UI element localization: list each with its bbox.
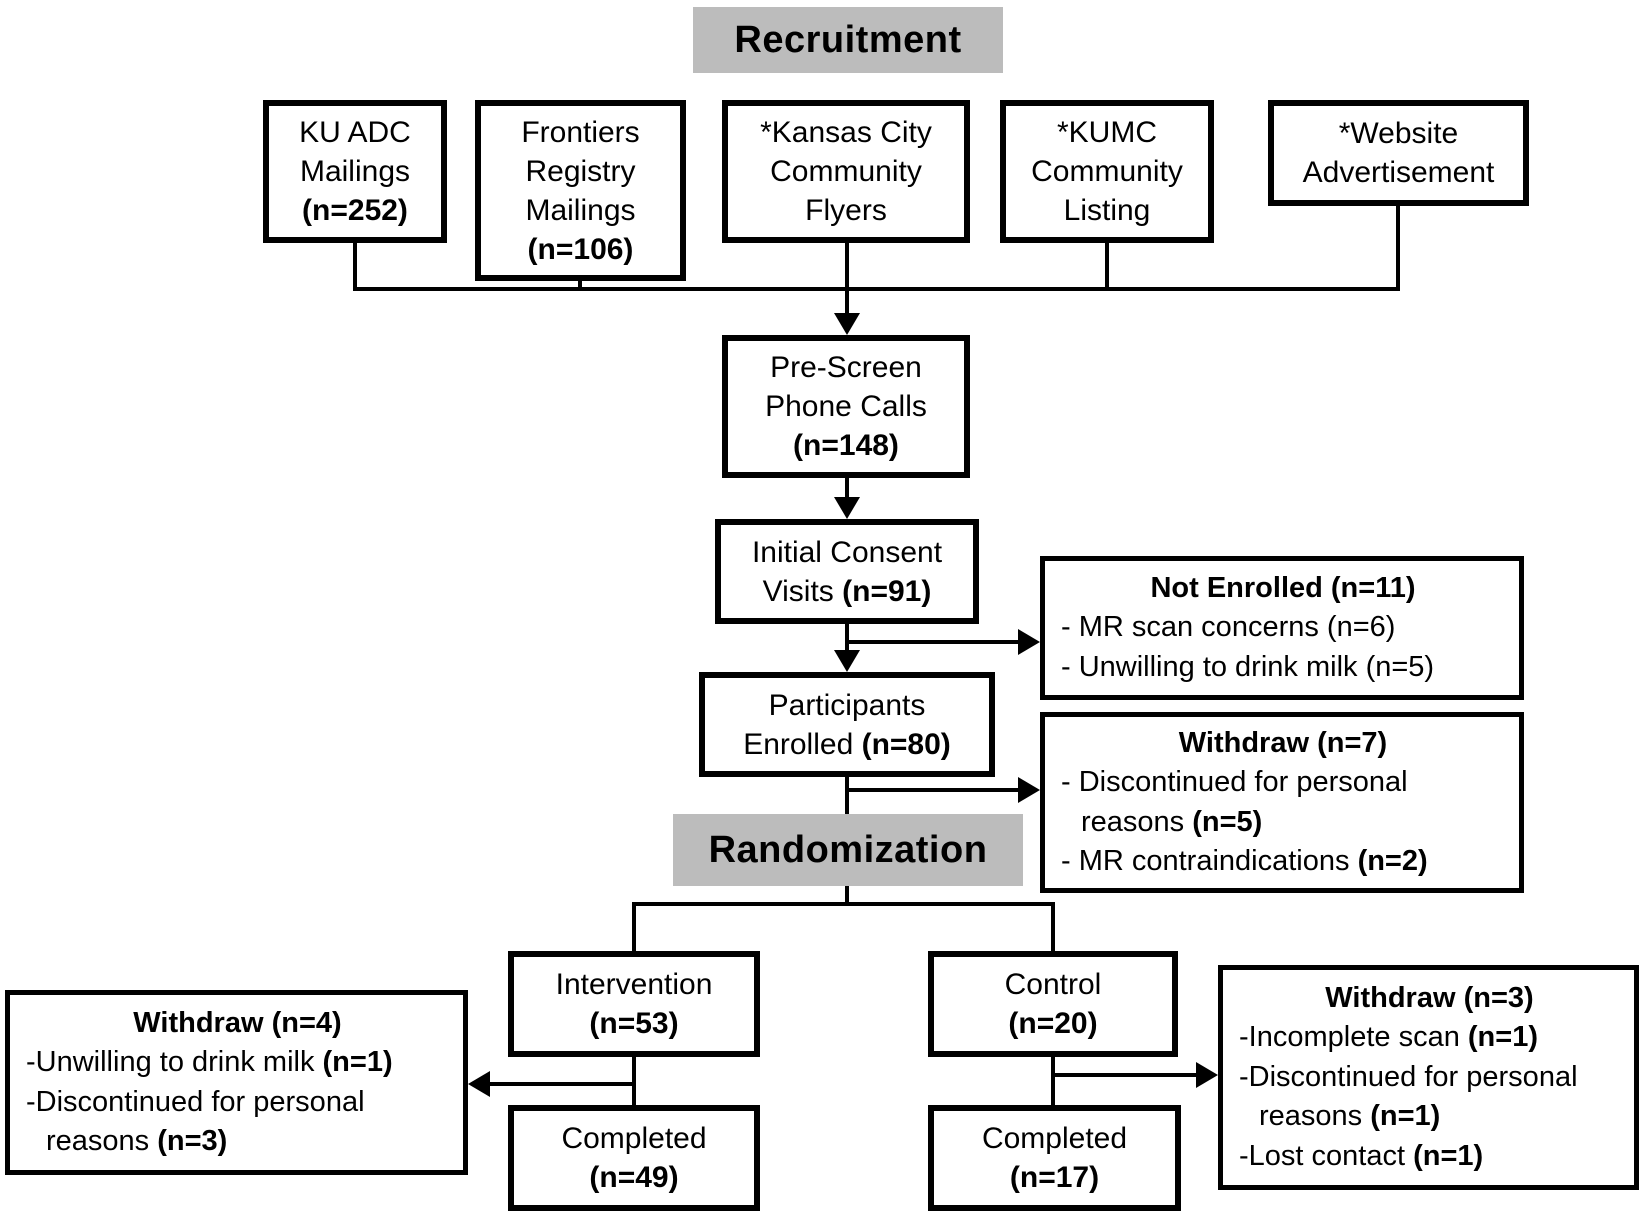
sidebox-item: - Unwilling to drink milk (n=5) — [1061, 650, 1435, 683]
connector-line — [845, 640, 1018, 644]
arrowhead-down-icon — [834, 650, 860, 672]
box-withdraw-4: Withdraw (n=4) -Unwilling to drink milk … — [5, 990, 468, 1175]
box-completed-control: Completed (n=17) — [928, 1105, 1181, 1211]
connector-bus-line — [353, 287, 1400, 291]
item-count: (n=1) — [1467, 1021, 1538, 1054]
item-count: (n=5) — [1192, 805, 1263, 838]
connector-line — [632, 902, 636, 952]
sidebox-title: Withdraw (n=7) — [1178, 726, 1388, 759]
box-count: (n=49) — [589, 1161, 679, 1194]
box-line: Listing — [1063, 194, 1151, 227]
connector-line — [845, 478, 849, 500]
box-line: Frontiers — [521, 115, 640, 149]
sidebox-item: -Discontinued for personal reasons (n=3) — [26, 1085, 365, 1157]
box-line: Advertisement — [1302, 156, 1495, 189]
connector-line — [632, 1057, 636, 1105]
box-frontiers-registry-mailings: Frontiers Registry Mailings (n=106) — [475, 100, 686, 281]
box-count: (n=106) — [527, 232, 634, 266]
sidebox-item: -Incomplete scan (n=1) — [1239, 1021, 1538, 1054]
connector-line — [1051, 1073, 1196, 1077]
connector-line — [489, 1082, 634, 1086]
arrowhead-left-icon — [468, 1071, 490, 1097]
box-line: Registry — [525, 154, 636, 188]
box-line: Visits (n=91) — [762, 574, 932, 608]
box-count: (n=17) — [1009, 1161, 1100, 1194]
arrowhead-right-icon — [1018, 629, 1040, 655]
connector-line — [1396, 205, 1400, 291]
box-ku-adc-mailings: KU ADC Mailings (n=252) — [263, 100, 447, 243]
item-count: (n=3) — [157, 1124, 228, 1157]
connector-line — [845, 243, 849, 315]
arrowhead-down-icon — [834, 497, 860, 519]
box-withdraw-3: Withdraw (n=3) -Incomplete scan (n=1) -D… — [1218, 965, 1639, 1190]
box-line: Participants — [768, 688, 926, 722]
connector-line — [845, 886, 849, 906]
connector-line — [1051, 1057, 1055, 1105]
box-website-advertisement: *Website Advertisement — [1268, 100, 1529, 206]
box-control: Control (n=20) — [928, 951, 1178, 1057]
box-line: KU ADC — [299, 116, 411, 149]
connector-line — [845, 624, 849, 654]
box-kansas-city-community-flyers: *Kansas City Community Flyers — [722, 100, 970, 243]
box-line: Phone Calls — [765, 390, 927, 423]
sidebox-title: Withdraw (n=4) — [133, 1006, 342, 1039]
sidebox-item: - MR scan concerns (n=6) — [1061, 611, 1396, 644]
box-withdraw-7: Withdraw (n=7) - Discontinued for person… — [1040, 712, 1524, 893]
sidebox-item: -Discontinued for personal reasons (n=1) — [1239, 1060, 1578, 1133]
item-count: (n=2) — [1357, 844, 1428, 877]
recruitment-header: Recruitment — [693, 7, 1003, 73]
connector-line — [632, 902, 1055, 906]
box-line: Community — [770, 155, 922, 188]
box-line: Pre-Screen — [770, 351, 922, 384]
sidebox-item: -Lost contact (n=1) — [1239, 1139, 1484, 1172]
box-line: *Kansas City — [760, 116, 932, 149]
arrowhead-down-icon — [834, 313, 860, 335]
connector-line — [578, 281, 582, 291]
box-kumc-community-listing: *KUMC Community Listing — [1000, 100, 1214, 243]
box-completed-intervention: Completed (n=49) — [508, 1105, 760, 1211]
item-count: (n=1) — [322, 1046, 393, 1079]
box-line: Completed — [981, 1122, 1128, 1155]
sidebox-title: Not Enrolled (n=11) — [1150, 571, 1416, 604]
sidebox-item: - Discontinued for personal reasons (n=5… — [1061, 766, 1408, 838]
box-count: (n=252) — [302, 194, 408, 227]
box-line: Completed — [561, 1122, 707, 1155]
box-count: (n=148) — [793, 429, 899, 462]
box-line: Enrolled (n=80) — [743, 727, 951, 761]
sidebox-item: - MR contraindications (n=2) — [1061, 844, 1428, 877]
box-line: Control — [1004, 968, 1102, 1001]
box-pre-screen-phone-calls: Pre-Screen Phone Calls (n=148) — [722, 335, 970, 478]
box-count: (n=20) — [1008, 1007, 1098, 1040]
box-line: *KUMC — [1056, 116, 1157, 149]
box-line: Mailings — [525, 193, 636, 227]
box-line: Initial Consent — [751, 535, 943, 569]
box-line: Flyers — [805, 194, 887, 227]
box-line: Mailings — [299, 155, 411, 188]
item-count: (n=1) — [1370, 1100, 1441, 1133]
box-count: (n=91) — [842, 574, 932, 608]
arrowhead-right-icon — [1018, 777, 1040, 803]
arrowhead-right-icon — [1196, 1062, 1218, 1088]
connector-line — [353, 243, 357, 291]
box-count: (n=80) — [861, 727, 951, 761]
sidebox-title: Withdraw (n=3) — [1325, 981, 1534, 1014]
connector-line — [845, 777, 849, 814]
item-count: (n=1) — [1413, 1139, 1484, 1172]
box-intervention: Intervention (n=53) — [508, 951, 760, 1057]
randomization-header: Randomization — [673, 814, 1023, 886]
box-line: Intervention — [555, 968, 713, 1001]
box-line: Community — [1031, 155, 1183, 188]
connector-line — [1105, 243, 1109, 291]
box-line: *Website — [1338, 117, 1459, 150]
box-participants-enrolled: Participants Enrolled (n=80) — [699, 672, 995, 777]
sidebox-item: -Unwilling to drink milk (n=1) — [26, 1046, 393, 1079]
box-not-enrolled: Not Enrolled (n=11) - MR scan concerns (… — [1040, 556, 1524, 700]
box-count: (n=53) — [589, 1007, 679, 1040]
connector-line — [845, 788, 1018, 792]
box-initial-consent-visits: Initial Consent Visits (n=91) — [715, 519, 979, 624]
connector-line — [1051, 902, 1055, 952]
